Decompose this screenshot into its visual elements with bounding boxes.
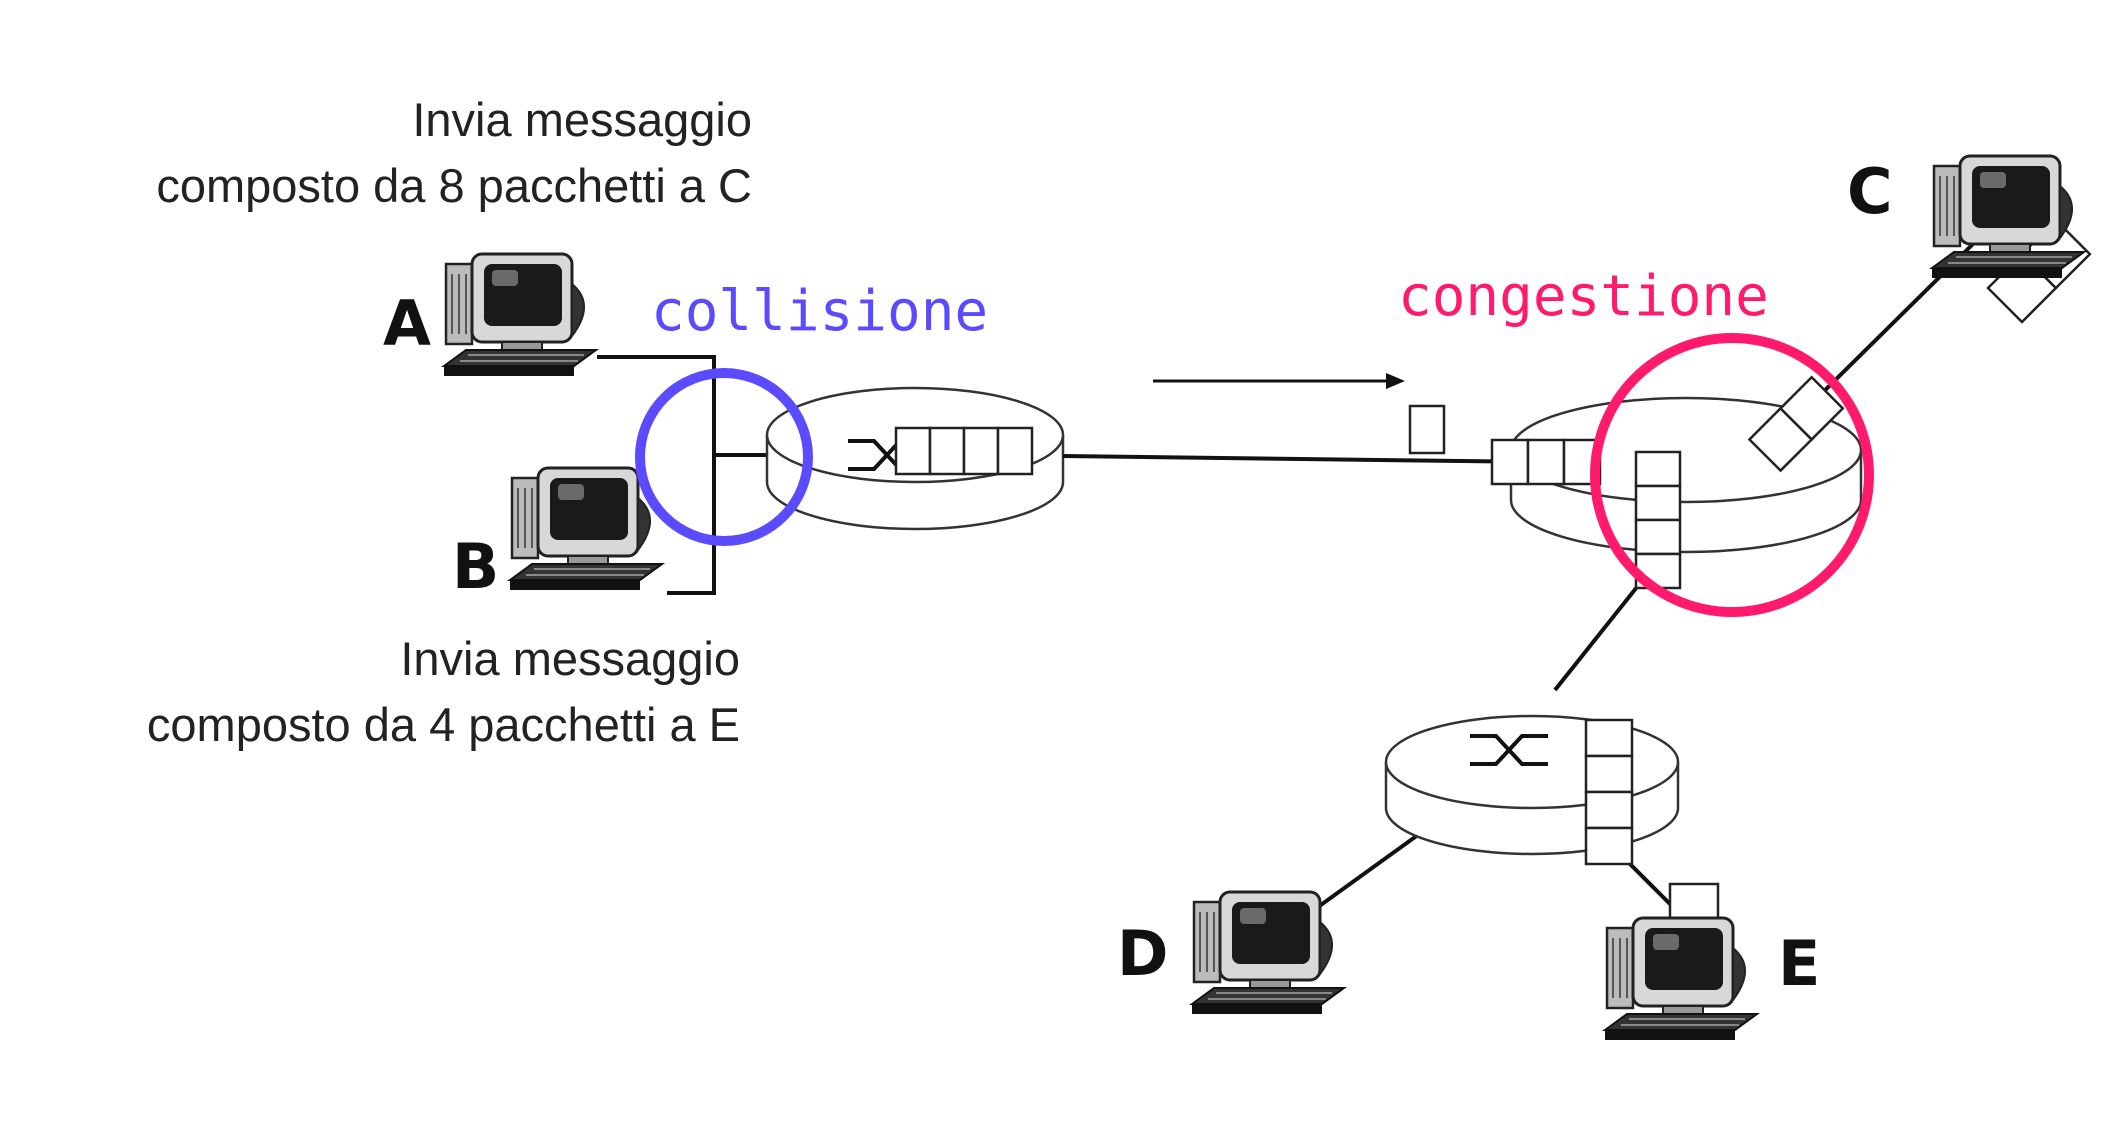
- link-router1-router2: [1062, 454, 1541, 464]
- router-1: [765, 386, 1065, 531]
- link-a-bus: [597, 355, 716, 595]
- packet-icon: [1634, 518, 1682, 556]
- packet-icon: [1584, 718, 1634, 758]
- host-c-label: C: [1847, 155, 1893, 228]
- host-e-label: E: [1778, 927, 1820, 1000]
- host-b-label: B: [452, 530, 499, 603]
- host-d-label: D: [1117, 917, 1168, 990]
- host-d: D: [1117, 890, 1346, 1016]
- host-c: C: [1847, 154, 2086, 280]
- congestion-label: congestione: [1398, 264, 1769, 329]
- packet-icon: [928, 426, 966, 476]
- router-2: [1490, 375, 1863, 590]
- packet-icon: [1584, 826, 1634, 866]
- packet-icon: [1778, 375, 1845, 442]
- caption-sender-a-line2: composto da 8 pacchetti a C: [156, 159, 752, 212]
- caption-sender-b-line1: Invia messaggio: [400, 632, 740, 685]
- collision-label: collisione: [651, 279, 988, 344]
- computer-icon: [508, 466, 664, 592]
- packet-icon: [1408, 404, 1446, 455]
- congestion-highlight: [1590, 333, 1874, 617]
- computer-icon: [1930, 154, 2086, 280]
- packet-icon: [1490, 438, 1530, 486]
- packet-icon: [894, 426, 932, 476]
- host-b: B: [452, 466, 664, 603]
- caption-sender-a-line1: Invia messaggio: [412, 93, 752, 146]
- packet-icon: [1526, 438, 1566, 486]
- computer-icon: [1190, 890, 1346, 1016]
- packet-icon: [1584, 754, 1634, 794]
- collision-highlight: [635, 368, 813, 546]
- caption-sender-b-line2: composto da 4 pacchetti a E: [147, 698, 740, 751]
- packet-icon: [1634, 484, 1682, 522]
- packet-icon: [962, 426, 1000, 476]
- packet-icon: [1634, 552, 1682, 590]
- router-3: [1384, 714, 1680, 866]
- host-a-label: A: [383, 287, 431, 360]
- packet-icon: [1584, 790, 1634, 830]
- computer-icon: [442, 252, 598, 378]
- computer-icon: [1603, 916, 1759, 1042]
- packet-icon: [1634, 450, 1682, 488]
- arrow-icon: [1153, 373, 1405, 389]
- host-a: A: [383, 252, 598, 378]
- packet-icon: [996, 426, 1034, 476]
- host-e: E: [1603, 916, 1820, 1042]
